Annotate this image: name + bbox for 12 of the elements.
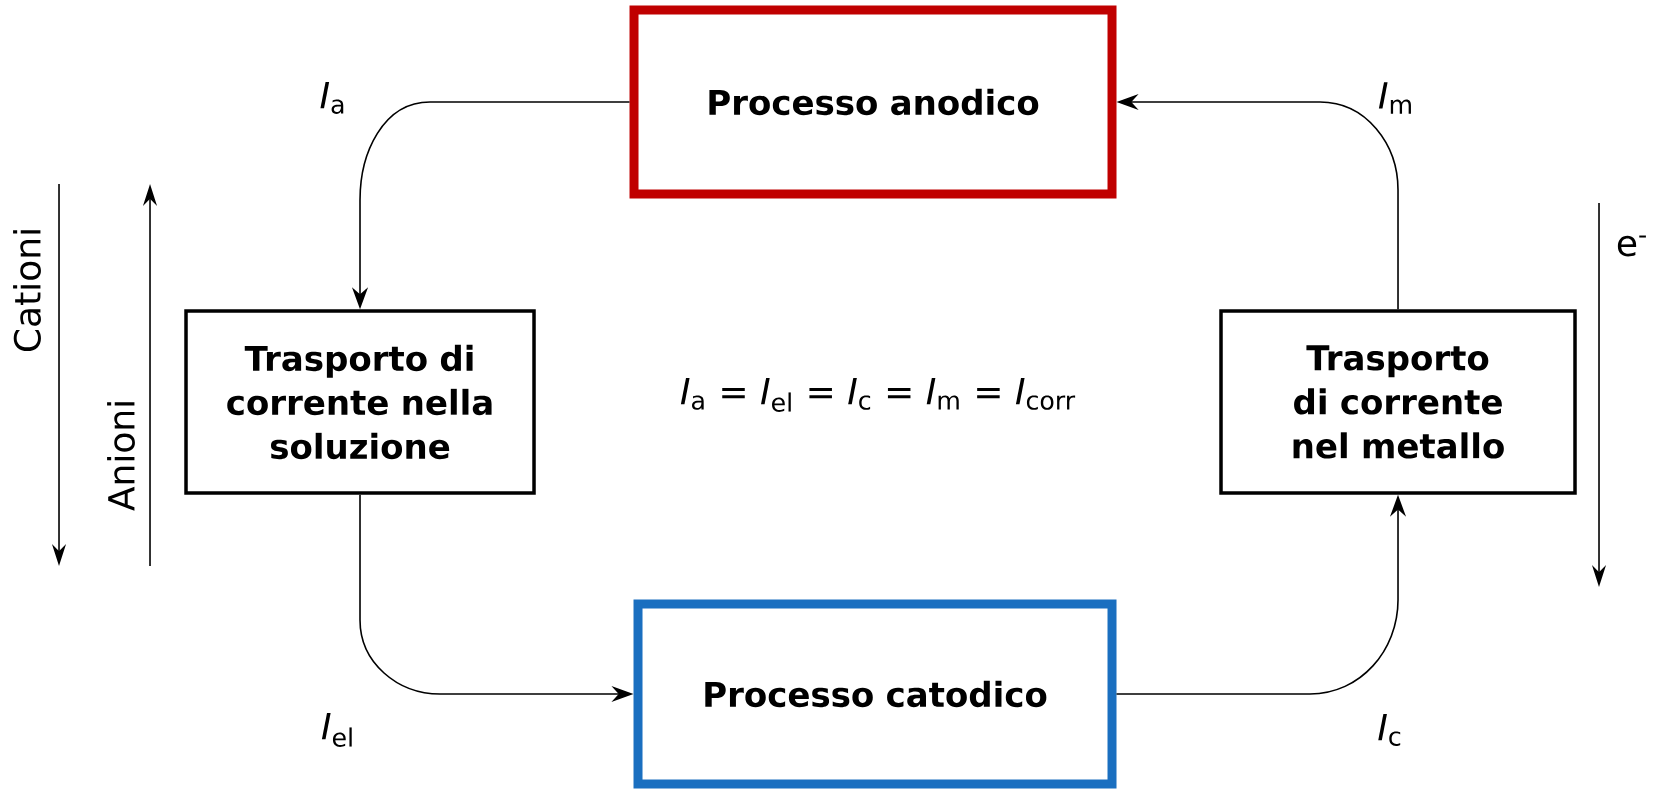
- direction-label: Anioni: [107, 402, 135, 511]
- edge-label: I$_{el}$: [318, 711, 358, 749]
- edge-label: I$_{a}$: [317, 80, 349, 116]
- process-box: Processo anodico: [629, 5, 1117, 199]
- edge-label: I$_{c}$: [1375, 712, 1405, 748]
- direction-label: Cationi: [13, 230, 41, 352]
- process-box: Trasporto di corrente nel metallo: [1219, 309, 1577, 495]
- equation-text: I$_{a}$ = I$_{el}$ = I$_{c}$ = I$_{m}$ = I$_{corr}$: [680, 378, 1076, 412]
- direction-label: e$^{-}$: [1617, 235, 1646, 257]
- edge-label: I$_{m}$: [1375, 80, 1417, 116]
- process-box: Trasporto di corrente nella soluzione: [184, 309, 536, 495]
- process-box: Processo catodico: [633, 599, 1117, 789]
